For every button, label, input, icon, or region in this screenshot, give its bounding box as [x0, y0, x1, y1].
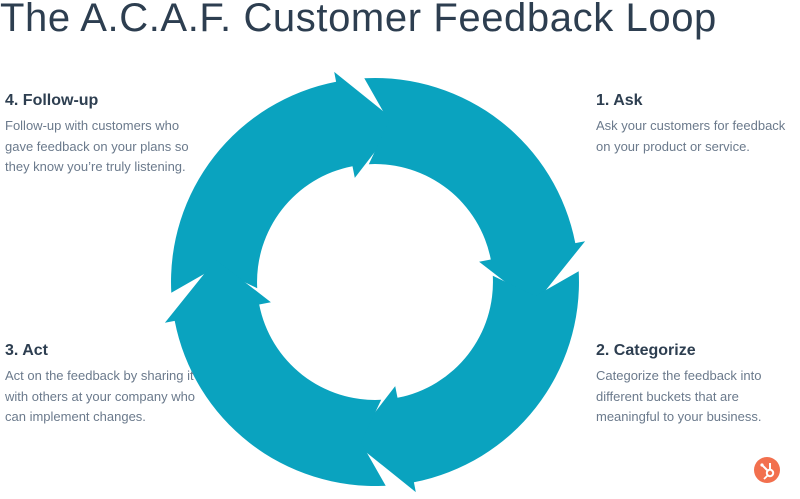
page-title: The A.C.A.F. Customer Feedback Loop: [0, 0, 717, 40]
step-description: Categorize the feedback into different b…: [596, 368, 762, 424]
arrow-categorize-icon: [364, 78, 586, 305]
arrow-ask-icon: [171, 71, 398, 293]
step-ask: 1. Ask Ask your customers for feedback o…: [596, 92, 796, 157]
step-categorize: 2. Categorize Categorize the feedback in…: [596, 342, 796, 428]
hubspot-logo-icon: [754, 457, 780, 483]
arrow-act-icon: [352, 271, 579, 493]
step-follow-up: 4. Follow-up Follow-up with customers wh…: [5, 92, 205, 178]
step-heading: 4. Follow-up: [5, 92, 99, 109]
step-heading: 2. Categorize: [596, 342, 696, 359]
step-heading: 1. Ask: [596, 92, 643, 109]
step-heading: 3. Act: [5, 342, 48, 359]
arrow-follow-up-icon: [164, 259, 386, 486]
step-description: Act on the feedback by sharing it with o…: [5, 368, 196, 424]
step-act: 3. Act Act on the feedback by sharing it…: [5, 342, 205, 428]
step-description: Follow-up with customers who gave feedba…: [5, 118, 189, 174]
step-description: Ask your customers for feedback on your …: [596, 118, 786, 154]
